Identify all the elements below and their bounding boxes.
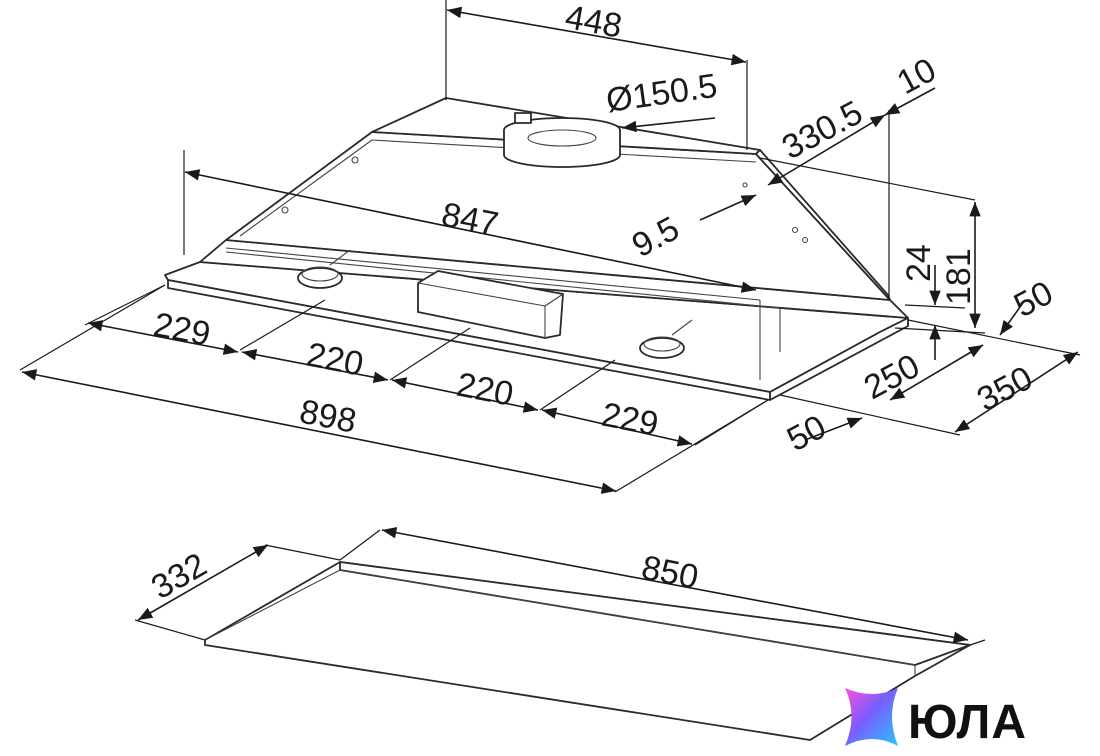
label-height-total: 181 [940, 248, 978, 305]
yula-star-icon [845, 688, 898, 746]
label-depth-350: 350 [971, 359, 1039, 419]
label-total-width: 898 [296, 393, 359, 441]
cutout-dimension-lines [134, 526, 986, 646]
yula-logo: ЮЛА [845, 688, 1027, 749]
dimension-lines [19, 0, 1081, 494]
label-cutout-width: 850 [638, 549, 701, 597]
label-depth-250: 250 [858, 347, 926, 407]
label-seg-220-right: 220 [453, 366, 516, 414]
label-cutout-depth: 332 [145, 546, 213, 607]
label-seg-220-left: 220 [303, 336, 366, 384]
label-seg-229-left: 229 [150, 306, 213, 354]
label-depth-upper: 330.5 [776, 94, 869, 168]
duct-collar [503, 112, 621, 168]
label-width-top: 448 [562, 0, 624, 46]
label-height-step: 24 [900, 244, 938, 282]
label-side-50-top: 50 [1008, 274, 1059, 325]
lamp-right [639, 319, 693, 359]
label-duct-diameter: Ø150.5 [604, 67, 720, 120]
label-offset-top: 10 [891, 51, 942, 102]
yula-logo-text: ЮЛА [908, 696, 1027, 749]
label-side-50-bottom: 50 [781, 408, 832, 459]
label-seg-229-right: 229 [598, 396, 661, 444]
